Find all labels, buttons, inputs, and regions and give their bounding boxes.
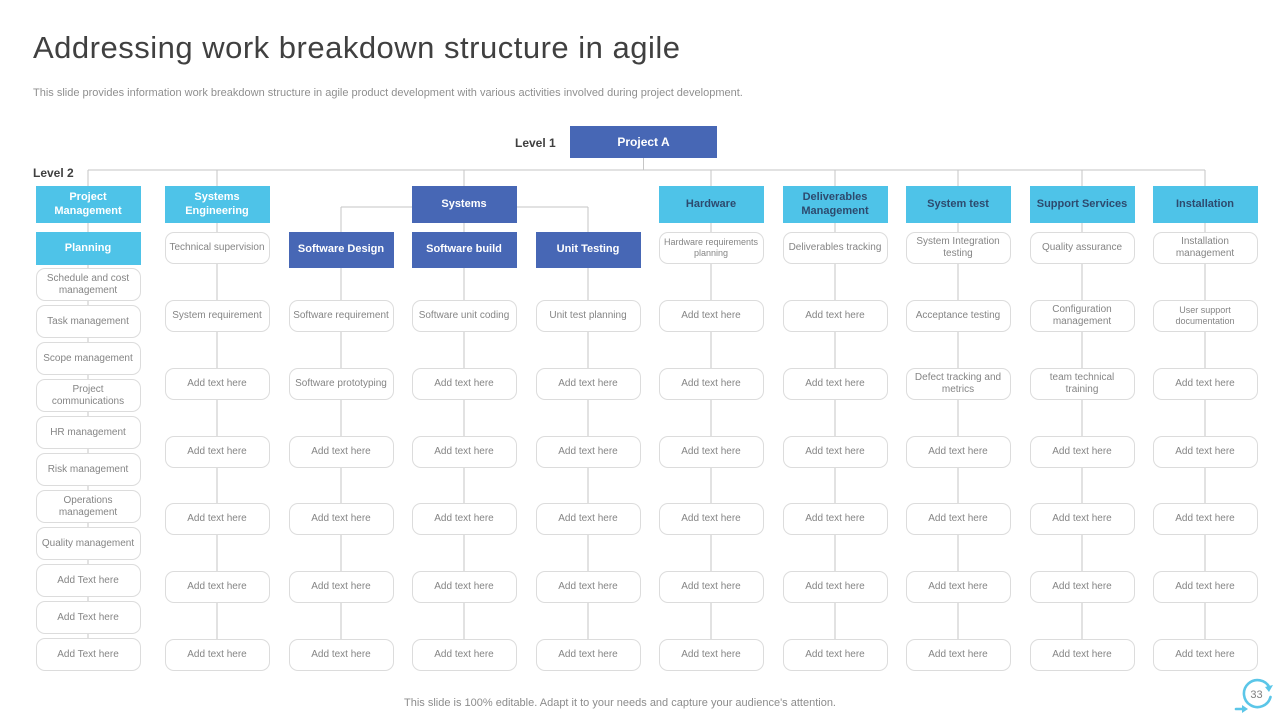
wbs-box: Add text here: [658, 503, 764, 535]
wbs-box: team technical training: [1029, 368, 1135, 400]
wbs-box: Add text here: [1152, 639, 1258, 671]
wbs-box: Schedule and cost management: [35, 268, 141, 301]
wbs-box: Add text here: [1029, 436, 1135, 468]
wbs-box: Add text here: [782, 503, 888, 535]
wbs-box: Hardware requirements planning: [658, 232, 764, 264]
wbs-box: Project communications: [35, 379, 141, 412]
wbs-box: Deliverables tracking: [782, 232, 888, 264]
column-subheader: Unit Testing: [535, 232, 641, 268]
wbs-box: Software unit coding: [411, 300, 517, 332]
wbs-box: Quality management: [35, 527, 141, 560]
wbs-box: Add text here: [1152, 503, 1258, 535]
wbs-box: Add text here: [164, 368, 270, 400]
wbs-box: Add text here: [658, 368, 764, 400]
column-header: Installation: [1152, 186, 1258, 223]
wbs-box: Unit test planning: [535, 300, 641, 332]
level1-label: Level 1: [515, 136, 556, 150]
wbs-box: Configuration management: [1029, 300, 1135, 332]
wbs-box: Add Text here: [35, 564, 141, 597]
column-header: Project Management: [35, 186, 141, 223]
wbs-box: Add text here: [411, 503, 517, 535]
wbs-box: Add text here: [782, 300, 888, 332]
column-header: Support Services: [1029, 186, 1135, 223]
wbs-box: Risk management: [35, 453, 141, 486]
wbs-box: Acceptance testing: [905, 300, 1011, 332]
wbs-box: Add text here: [1152, 571, 1258, 603]
wbs-box: Add text here: [782, 639, 888, 671]
wbs-box: Add text here: [164, 639, 270, 671]
wbs-box: Add text here: [782, 436, 888, 468]
wbs-box: Add text here: [535, 503, 641, 535]
wbs-box: Software requirement: [288, 300, 394, 332]
wbs-box: Add text here: [411, 436, 517, 468]
wbs-box: Installation management: [1152, 232, 1258, 264]
wbs-box: System requirement: [164, 300, 270, 332]
wbs-box: Add text here: [411, 368, 517, 400]
wbs-box: Add text here: [288, 436, 394, 468]
wbs-box: Add text here: [1029, 571, 1135, 603]
cycle-arrow-icon: 33: [1234, 678, 1273, 713]
wbs-box: Software prototyping: [288, 368, 394, 400]
wbs-box: Scope management: [35, 342, 141, 375]
column-header-systems: Systems: [411, 186, 517, 223]
page-title: Addressing work breakdown structure in a…: [33, 30, 681, 65]
wbs-box: Add text here: [905, 639, 1011, 671]
svg-text:33: 33: [1250, 689, 1262, 701]
wbs-box: Add text here: [535, 436, 641, 468]
column-header: Hardware: [658, 186, 764, 223]
column-subheader: Software Design: [288, 232, 394, 268]
wbs-box: Add text here: [164, 503, 270, 535]
wbs-box: Add text here: [782, 571, 888, 603]
wbs-box: Add text here: [288, 571, 394, 603]
column-header: Systems Engineering: [164, 186, 270, 223]
wbs-box: Add text here: [658, 436, 764, 468]
wbs-box: Add text here: [411, 571, 517, 603]
wbs-box: Add text here: [288, 503, 394, 535]
wbs-box: Add text here: [658, 571, 764, 603]
wbs-box: Defect tracking and metrics: [905, 368, 1011, 400]
wbs-box: Add text here: [535, 639, 641, 671]
wbs-box: Add text here: [658, 639, 764, 671]
wbs-box: Add text here: [288, 639, 394, 671]
wbs-box: System Integration testing: [905, 232, 1011, 264]
wbs-box: Planning: [35, 232, 141, 265]
wbs-box: Add text here: [905, 436, 1011, 468]
footer-note: This slide is 100% editable. Adapt it to…: [404, 697, 836, 709]
wbs-box: Add text here: [1029, 639, 1135, 671]
column-subheader: Software build: [411, 232, 517, 268]
page-number-badge: 33: [1234, 672, 1278, 716]
wbs-box: HR management: [35, 416, 141, 449]
wbs-box: Add text here: [1152, 368, 1258, 400]
wbs-box: Technical supervision: [164, 232, 270, 264]
wbs-box: Add text here: [535, 368, 641, 400]
wbs-box: User support documentation: [1152, 300, 1258, 332]
wbs-box: Operations management: [35, 490, 141, 523]
column-header: Deliverables Management: [782, 186, 888, 223]
wbs-box: Add text here: [164, 436, 270, 468]
level2-label: Level 2: [33, 166, 74, 180]
wbs-box: Add text here: [164, 571, 270, 603]
wbs-box: Add text here: [782, 368, 888, 400]
wbs-box: Task management: [35, 305, 141, 338]
column-header: System test: [905, 186, 1011, 223]
wbs-box: Add Text here: [35, 638, 141, 671]
wbs-box: Add Text here: [35, 601, 141, 634]
wbs-box: Quality assurance: [1029, 232, 1135, 264]
page-subtitle: This slide provides information work bre…: [33, 87, 743, 99]
wbs-box: Add text here: [658, 300, 764, 332]
wbs-box: Add text here: [411, 639, 517, 671]
wbs-box: Add text here: [535, 571, 641, 603]
wbs-box: Add text here: [1152, 436, 1258, 468]
wbs-box: Add text here: [1029, 503, 1135, 535]
wbs-box: Add text here: [905, 571, 1011, 603]
wbs-box: Add text here: [905, 503, 1011, 535]
root-node-project-a: Project A: [570, 126, 717, 158]
